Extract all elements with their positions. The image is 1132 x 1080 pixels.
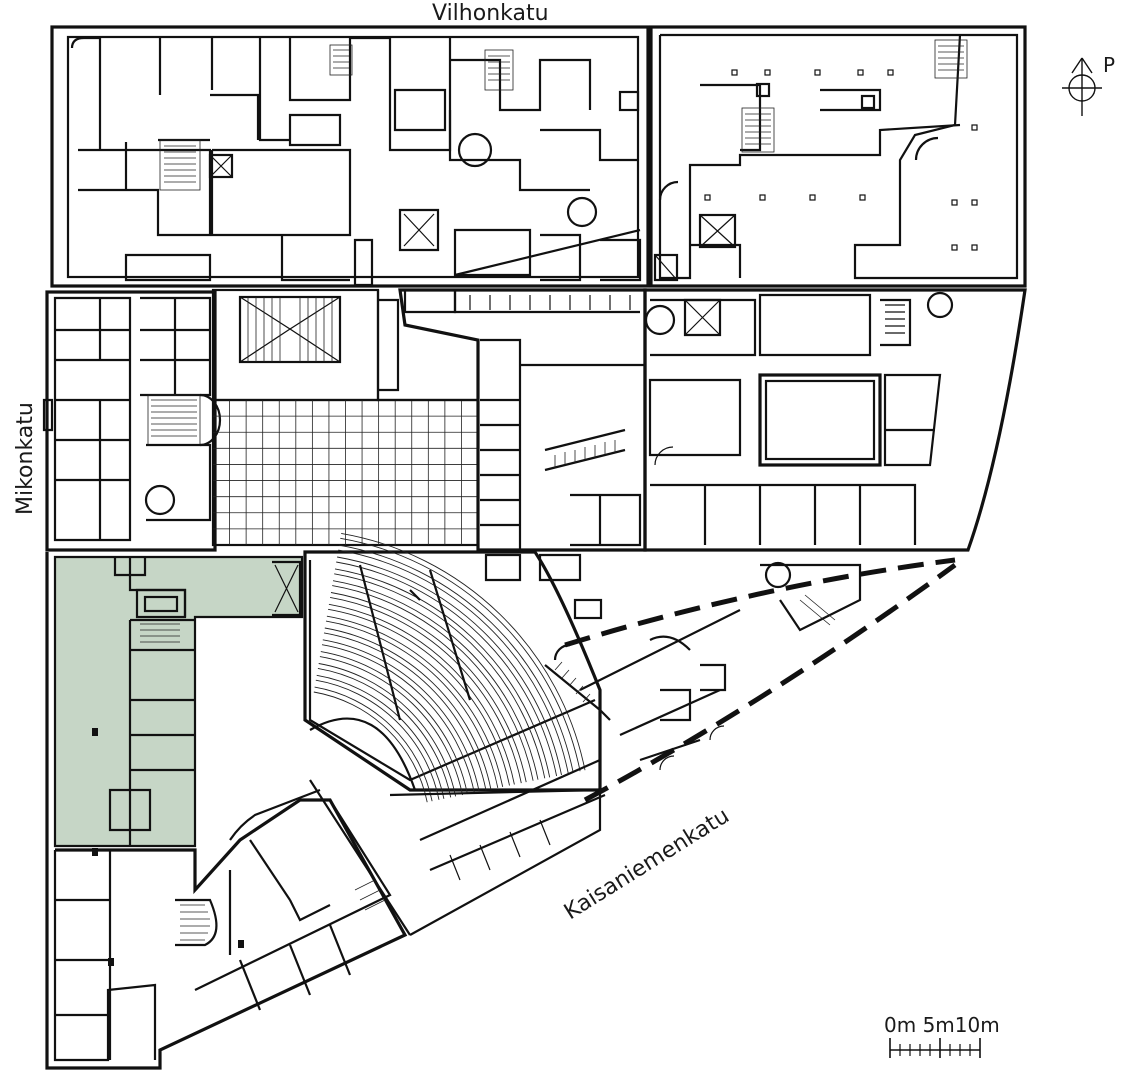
auditorium (303, 532, 602, 803)
north-arrow (1062, 57, 1102, 116)
seat-row (317, 667, 452, 798)
seat-row (330, 592, 527, 783)
seat-row (334, 573, 546, 779)
highlighted-block (53, 555, 304, 848)
seat-row (320, 651, 468, 795)
seat-row (341, 532, 586, 771)
seat-row (338, 549, 569, 774)
seat-row (336, 561, 558, 777)
seat-row (328, 608, 510, 786)
seat-row (328, 603, 515, 785)
seat-row (332, 585, 534, 781)
south-west-block (45, 552, 606, 1070)
seat-row (339, 544, 574, 773)
seat-row (330, 596, 522, 784)
east-block (643, 288, 1027, 552)
north-east-block (649, 25, 1027, 288)
scale-bar (889, 1038, 981, 1058)
central-block (398, 288, 647, 552)
seat-row (334, 568, 551, 778)
scale-bar-label: 0m 5m10m (884, 1013, 1000, 1037)
seat-row (318, 663, 457, 797)
courtyard (211, 288, 480, 547)
seat-row (321, 644, 475, 793)
seat-row (315, 679, 440, 800)
north-arrow-label: P (1103, 53, 1115, 77)
seat-row (337, 556, 562, 776)
north-block (50, 25, 650, 288)
highlighted-block-walls (92, 557, 302, 966)
seat-row (325, 620, 499, 788)
south-east-block (484, 553, 957, 803)
seat-row (332, 580, 539, 780)
seat-row (326, 615, 504, 787)
seat-row (324, 627, 492, 790)
seat-row (314, 686, 433, 802)
seat-row (322, 639, 480, 792)
street-label-north: Vilhonkatu (432, 1, 549, 26)
seat-row (340, 537, 581, 772)
seat-row (323, 632, 487, 791)
street-label-west: Mikonkatu (13, 402, 38, 515)
street-label-south: Kaisaniemenkatu (560, 803, 734, 925)
seat-row (319, 656, 463, 796)
seat-row (313, 691, 428, 803)
west-block (42, 290, 222, 552)
